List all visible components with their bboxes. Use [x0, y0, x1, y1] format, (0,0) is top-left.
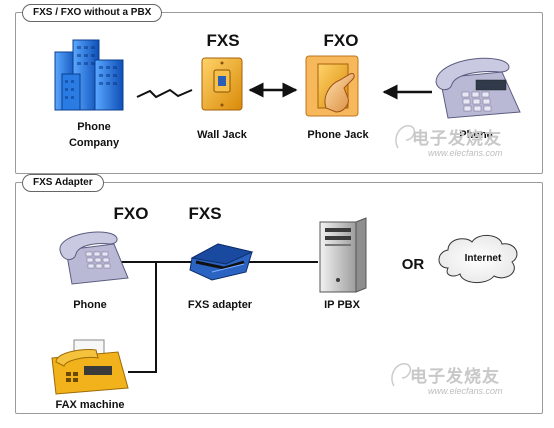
internet-cloud-icon [438, 235, 518, 283]
fxo-label-bottom: FXO [113, 204, 149, 223]
fxs-label-bottom: FXS [188, 204, 222, 223]
fax-machine-label: FAX machine [55, 399, 125, 411]
wall-jack-label: Wall Jack [197, 129, 247, 141]
connection-zigzag [136, 88, 193, 99]
wiring-lines [120, 261, 318, 373]
watermark-url-top: www.elecfans.com [428, 148, 503, 158]
fxo-label-top: FXO [323, 31, 359, 50]
watermark-logo-icon [391, 125, 416, 387]
watermark-text-top: 电子发烧友 [412, 129, 502, 148]
fxs-adapter-icon [189, 243, 254, 281]
fax-machine-icon [51, 339, 129, 395]
phone-jack-label: Phone Jack [307, 129, 369, 141]
bottom-panel-title: FXS Adapter [22, 174, 104, 192]
or-label: OR [401, 256, 425, 273]
top-panel-title: FXS / FXO without a PBX [22, 4, 163, 22]
phone-label-bottom: Phone [73, 299, 107, 311]
phone-company-building-icon [54, 39, 124, 111]
telephone-icon [435, 57, 521, 119]
phone-jack-icon [305, 55, 359, 117]
phone-company-label-line2: Company [68, 137, 120, 149]
ip-pbx-label: IP PBX [324, 299, 360, 311]
phone-icon [59, 231, 129, 285]
phone-company-label-line1: Phone [77, 121, 111, 133]
fxs-adapter-label: FXS adapter [187, 299, 253, 311]
watermark-text-bottom: 电子发烧友 [410, 367, 500, 386]
internet-label: Internet [464, 253, 502, 264]
phone-label-top: Phone [459, 129, 493, 141]
ip-pbx-server-icon [319, 217, 367, 293]
wall-jack-icon [201, 57, 243, 111]
fxs-label-top: FXS [206, 31, 240, 50]
watermark-url-bottom: www.elecfans.com [428, 386, 503, 396]
